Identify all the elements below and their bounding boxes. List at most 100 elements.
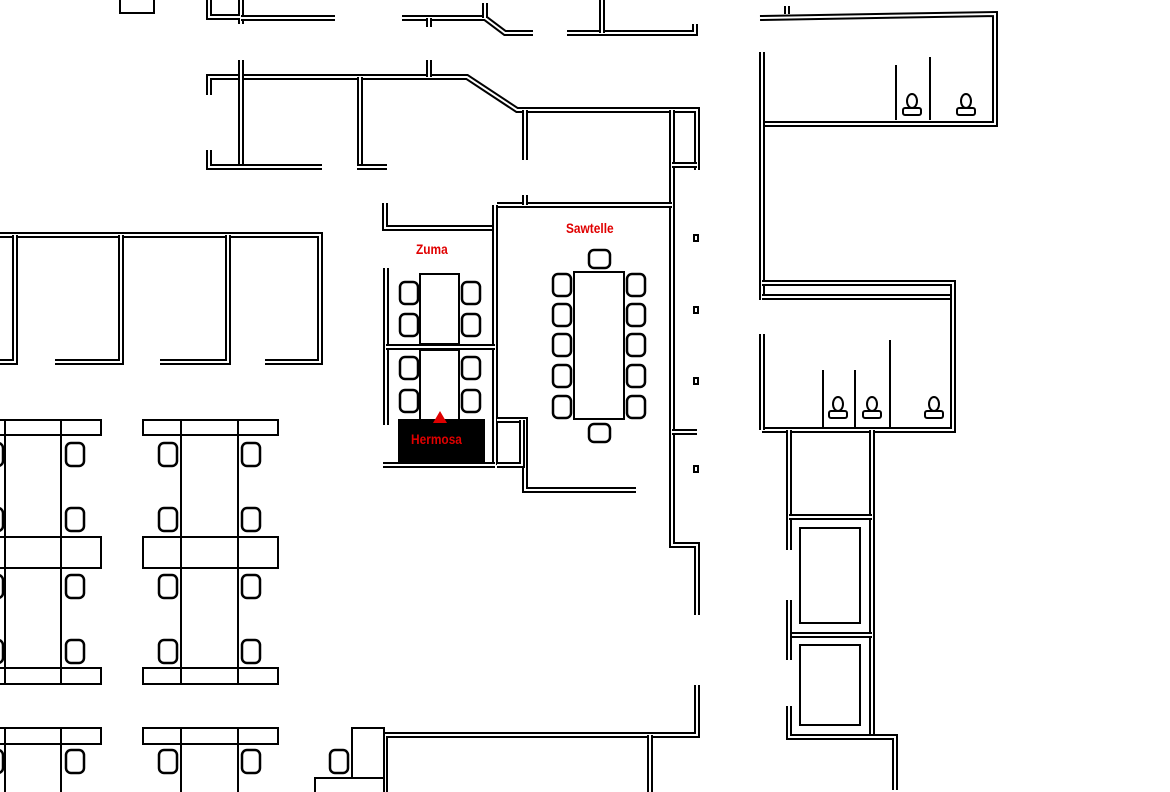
toilet-icon: [832, 396, 844, 412]
chair: [240, 748, 262, 775]
wall: [160, 235, 231, 365]
room-label-hermosa[interactable]: Hermosa: [411, 431, 462, 447]
chair: [398, 280, 420, 306]
chair: [64, 441, 86, 468]
chair: [0, 574, 5, 599]
toilet-tank: [924, 410, 944, 419]
chair: [0, 507, 5, 532]
toilet-icon: [928, 396, 940, 412]
wall-inner: [0, 234, 321, 363]
wall: [55, 235, 124, 365]
wall-inner: [567, 24, 696, 34]
toilet-tank: [862, 410, 882, 419]
wall-inner: [208, 0, 240, 18]
chair: [240, 441, 262, 468]
chair: [625, 272, 647, 298]
wall-inner: [497, 419, 636, 491]
chair: [551, 272, 573, 298]
wall: [567, 24, 698, 36]
chair: [398, 388, 420, 414]
desk: [142, 419, 279, 436]
wall-inner: [160, 235, 229, 363]
chair: [240, 573, 262, 600]
wall-inner: [497, 420, 523, 466]
chair: [398, 312, 420, 338]
toilet-tank: [902, 107, 922, 116]
chair: [460, 355, 482, 381]
column: [693, 377, 699, 385]
chair: [460, 312, 482, 338]
wall: [497, 417, 636, 493]
chair: [551, 332, 573, 358]
elevator: [799, 644, 861, 726]
chair: [157, 748, 179, 775]
desk: [142, 536, 279, 569]
chair: [551, 302, 573, 328]
chair: [398, 355, 420, 381]
chair: [0, 442, 5, 467]
wall: [497, 420, 525, 468]
wall: [206, 0, 240, 20]
chair: [0, 749, 5, 774]
chair: [625, 363, 647, 389]
desk: [0, 727, 102, 745]
wall-inner: [0, 235, 16, 363]
wall: [382, 203, 495, 231]
chair: [64, 748, 86, 775]
chair: [157, 441, 179, 468]
location-marker-icon: [433, 411, 447, 423]
wall: [0, 232, 323, 365]
toilet-tank: [828, 410, 848, 419]
column: [693, 234, 699, 242]
chair: [625, 394, 647, 420]
chair: [240, 506, 262, 533]
wall-inner: [788, 706, 896, 790]
chair: [328, 748, 350, 775]
wall-inner: [55, 235, 122, 363]
column: [693, 306, 699, 314]
room-label-zuma[interactable]: Zuma: [416, 241, 448, 257]
table-sawtelle: [573, 271, 625, 420]
desk: [142, 667, 279, 685]
chair: [157, 638, 179, 665]
wall-inner: [671, 110, 698, 615]
chair: [0, 639, 5, 664]
room-label-sawtelle[interactable]: Sawtelle: [566, 220, 614, 236]
wall-inner: [759, 12, 996, 125]
wall-inner: [762, 282, 954, 431]
chair: [625, 302, 647, 328]
column: [693, 465, 699, 473]
chair: [64, 506, 86, 533]
chair: [587, 248, 612, 270]
wall-inner: [384, 203, 495, 229]
chair: [551, 394, 573, 420]
chair: [64, 638, 86, 665]
wall: [669, 110, 700, 615]
chair: [625, 332, 647, 358]
toilet-icon: [866, 396, 878, 412]
desk: [0, 667, 102, 685]
desk: [0, 419, 102, 436]
chair: [240, 638, 262, 665]
chair: [157, 506, 179, 533]
wall-inner: [402, 17, 533, 34]
cabinet: [119, 0, 155, 14]
wall: [762, 280, 956, 433]
wall: [402, 15, 533, 36]
chair: [587, 422, 612, 444]
table-hermosa: [419, 349, 460, 421]
table-zuma: [419, 273, 460, 345]
desk: [314, 777, 385, 792]
desk: [142, 727, 279, 745]
wall-inner: [208, 76, 698, 170]
chair: [64, 573, 86, 600]
room-hermosa-highlight[interactable]: [398, 419, 485, 462]
toilet-icon: [906, 93, 918, 109]
toilet-icon: [960, 93, 972, 109]
wall-inner: [208, 150, 322, 168]
toilet-tank: [956, 107, 976, 116]
wall: [0, 235, 18, 365]
desk: [0, 536, 102, 569]
